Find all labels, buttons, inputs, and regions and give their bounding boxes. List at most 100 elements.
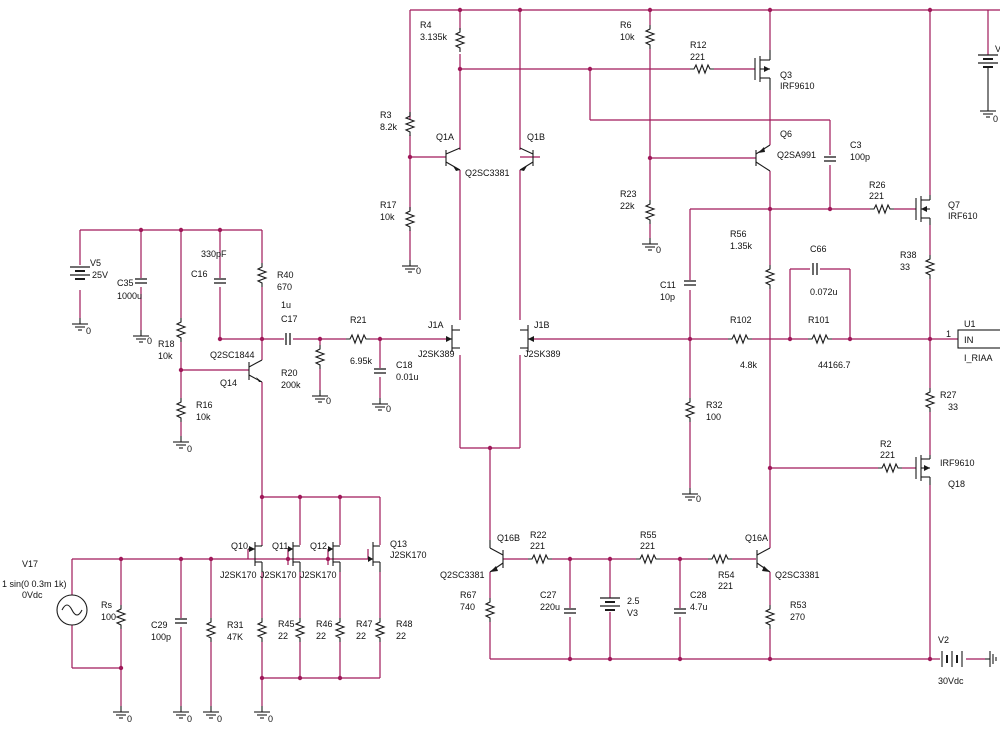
battery-v5: V5 25V — [69, 258, 108, 280]
svg-text:V2: V2 — [938, 635, 949, 645]
ground-symbol: 0 — [371, 397, 391, 414]
mosfet-q7: Q7 IRF610 — [915, 195, 978, 225]
resistor-r16: R16 10k — [176, 397, 213, 423]
resistor-r46: R46 22 — [295, 617, 333, 643]
capacitor-c27: C27 220u — [540, 590, 577, 614]
svg-text:0: 0 — [187, 714, 192, 724]
svg-text:R47: R47 — [356, 619, 373, 629]
svg-text:1: 1 — [946, 329, 951, 339]
svg-text:J2SK389: J2SK389 — [418, 349, 455, 359]
svg-text:1.35k: 1.35k — [730, 241, 753, 251]
svg-text:R16: R16 — [196, 400, 213, 410]
svg-text:100p: 100p — [850, 152, 870, 162]
svg-text:Q2SA991: Q2SA991 — [777, 150, 816, 160]
svg-text:C18: C18 — [396, 360, 413, 370]
svg-text:0.072u: 0.072u — [810, 287, 838, 297]
ground-symbol: 0 — [132, 329, 152, 346]
svg-text:C27: C27 — [540, 590, 557, 600]
svg-text:220u: 220u — [540, 602, 560, 612]
resistor-r23: R23 22k — [620, 189, 655, 225]
svg-text:1000u: 1000u — [117, 291, 142, 301]
capacitor-c66: C66 0.072u — [810, 244, 838, 297]
svg-text:221: 221 — [530, 541, 545, 551]
resistor-r3: R3 8.2k — [380, 110, 415, 137]
resistor-r21: R21 6.95k — [345, 315, 373, 366]
svg-text:R67: R67 — [460, 590, 477, 600]
svg-text:R23: R23 — [620, 189, 637, 199]
svg-text:R6: R6 — [620, 20, 632, 30]
svg-text:R22: R22 — [530, 530, 547, 540]
svg-text:0: 0 — [386, 404, 391, 414]
svg-text:0: 0 — [268, 714, 273, 724]
svg-text:R46: R46 — [316, 619, 333, 629]
resistor-r47: R47 22 — [335, 617, 373, 643]
svg-text:670: 670 — [277, 282, 292, 292]
resistor-r40: R40 670 — [257, 262, 294, 292]
svg-text:IRF9610: IRF9610 — [780, 81, 815, 91]
svg-text:0: 0 — [217, 714, 222, 724]
resistor-r38: R38 33 — [900, 250, 935, 280]
svg-text:100: 100 — [101, 612, 116, 622]
svg-text:R18: R18 — [158, 339, 175, 349]
resistor-r55: R55 221 — [635, 530, 661, 564]
svg-text:Q2SC3381: Q2SC3381 — [440, 570, 485, 580]
resistor-r26: R26 221 — [869, 180, 895, 214]
jfet-q12: Q12 J2SK170 — [300, 541, 341, 580]
svg-text:I_RIAA: I_RIAA — [964, 353, 993, 363]
resistor-r4: R4 3.135k — [420, 20, 465, 53]
resistor-r67: R67 740 — [460, 590, 495, 623]
svg-text:J1A: J1A — [428, 320, 444, 330]
resistor-r31: R31 47K — [206, 617, 244, 643]
svg-text:C3: C3 — [850, 140, 862, 150]
svg-text:2.5: 2.5 — [627, 596, 640, 606]
svg-text:0: 0 — [147, 336, 152, 346]
resistor-r48: R48 22 — [375, 617, 413, 643]
svg-text:Q11: Q11 — [272, 541, 288, 551]
svg-text:J2SK170: J2SK170 — [390, 550, 427, 560]
svg-text:100: 100 — [706, 412, 721, 422]
jfet-q11: Q11 J2SK170 — [260, 541, 301, 580]
svg-text:R56: R56 — [730, 229, 747, 239]
svg-text:1 sin(0 0.3m 1k): 1 sin(0 0.3m 1k) — [2, 579, 67, 589]
svg-text:Q12: Q12 — [310, 541, 327, 551]
svg-text:R2: R2 — [880, 439, 892, 449]
resistor-r17: R17 10k — [380, 200, 415, 232]
svg-text:R38: R38 — [900, 250, 917, 260]
svg-text:10p: 10p — [660, 292, 675, 302]
svg-text:0Vdc: 0Vdc — [22, 590, 43, 600]
svg-text:R26: R26 — [869, 180, 886, 190]
svg-text:R4: R4 — [420, 20, 432, 30]
svg-text:U1: U1 — [964, 319, 976, 329]
svg-text:270: 270 — [790, 612, 805, 622]
svg-text:33: 33 — [948, 402, 958, 412]
capacitor-c11: C11 10p — [660, 280, 697, 302]
resistor-r6: R6 10k — [620, 20, 655, 50]
transistor-q16b: Q16B Q2SC3381 — [440, 533, 520, 580]
svg-text:10k: 10k — [620, 32, 635, 42]
svg-text:R17: R17 — [380, 200, 397, 210]
ground-symbol — [985, 651, 997, 667]
svg-text:0: 0 — [696, 494, 701, 504]
resistor-r53: R53 270 — [765, 600, 807, 630]
capacitor-c29: C29 100p — [151, 618, 188, 642]
svg-text:IRF610: IRF610 — [948, 211, 978, 221]
svg-text:Q7: Q7 — [948, 200, 960, 210]
resistor-r101: R101 44166.7 — [807, 315, 851, 370]
svg-text:10k: 10k — [158, 351, 173, 361]
wires — [71, 9, 1000, 706]
svg-text:Q3: Q3 — [780, 70, 792, 80]
ground-symbol: 0 — [641, 237, 661, 255]
svg-text:1u: 1u — [281, 300, 291, 310]
svg-text:R27: R27 — [940, 390, 957, 400]
transistor-q14: Q2SC1844 Q14 — [210, 350, 263, 388]
svg-text:22: 22 — [278, 631, 288, 641]
svg-text:C17: C17 — [281, 314, 298, 324]
resistor-r20: R20 200k — [281, 344, 325, 390]
svg-text:R3: R3 — [380, 110, 392, 120]
svg-text:C29: C29 — [151, 620, 168, 630]
ground-symbol: 0 — [311, 389, 331, 406]
svg-text:Q16B: Q16B — [497, 533, 520, 543]
svg-text:100p: 100p — [151, 632, 171, 642]
svg-text:0: 0 — [993, 114, 998, 124]
